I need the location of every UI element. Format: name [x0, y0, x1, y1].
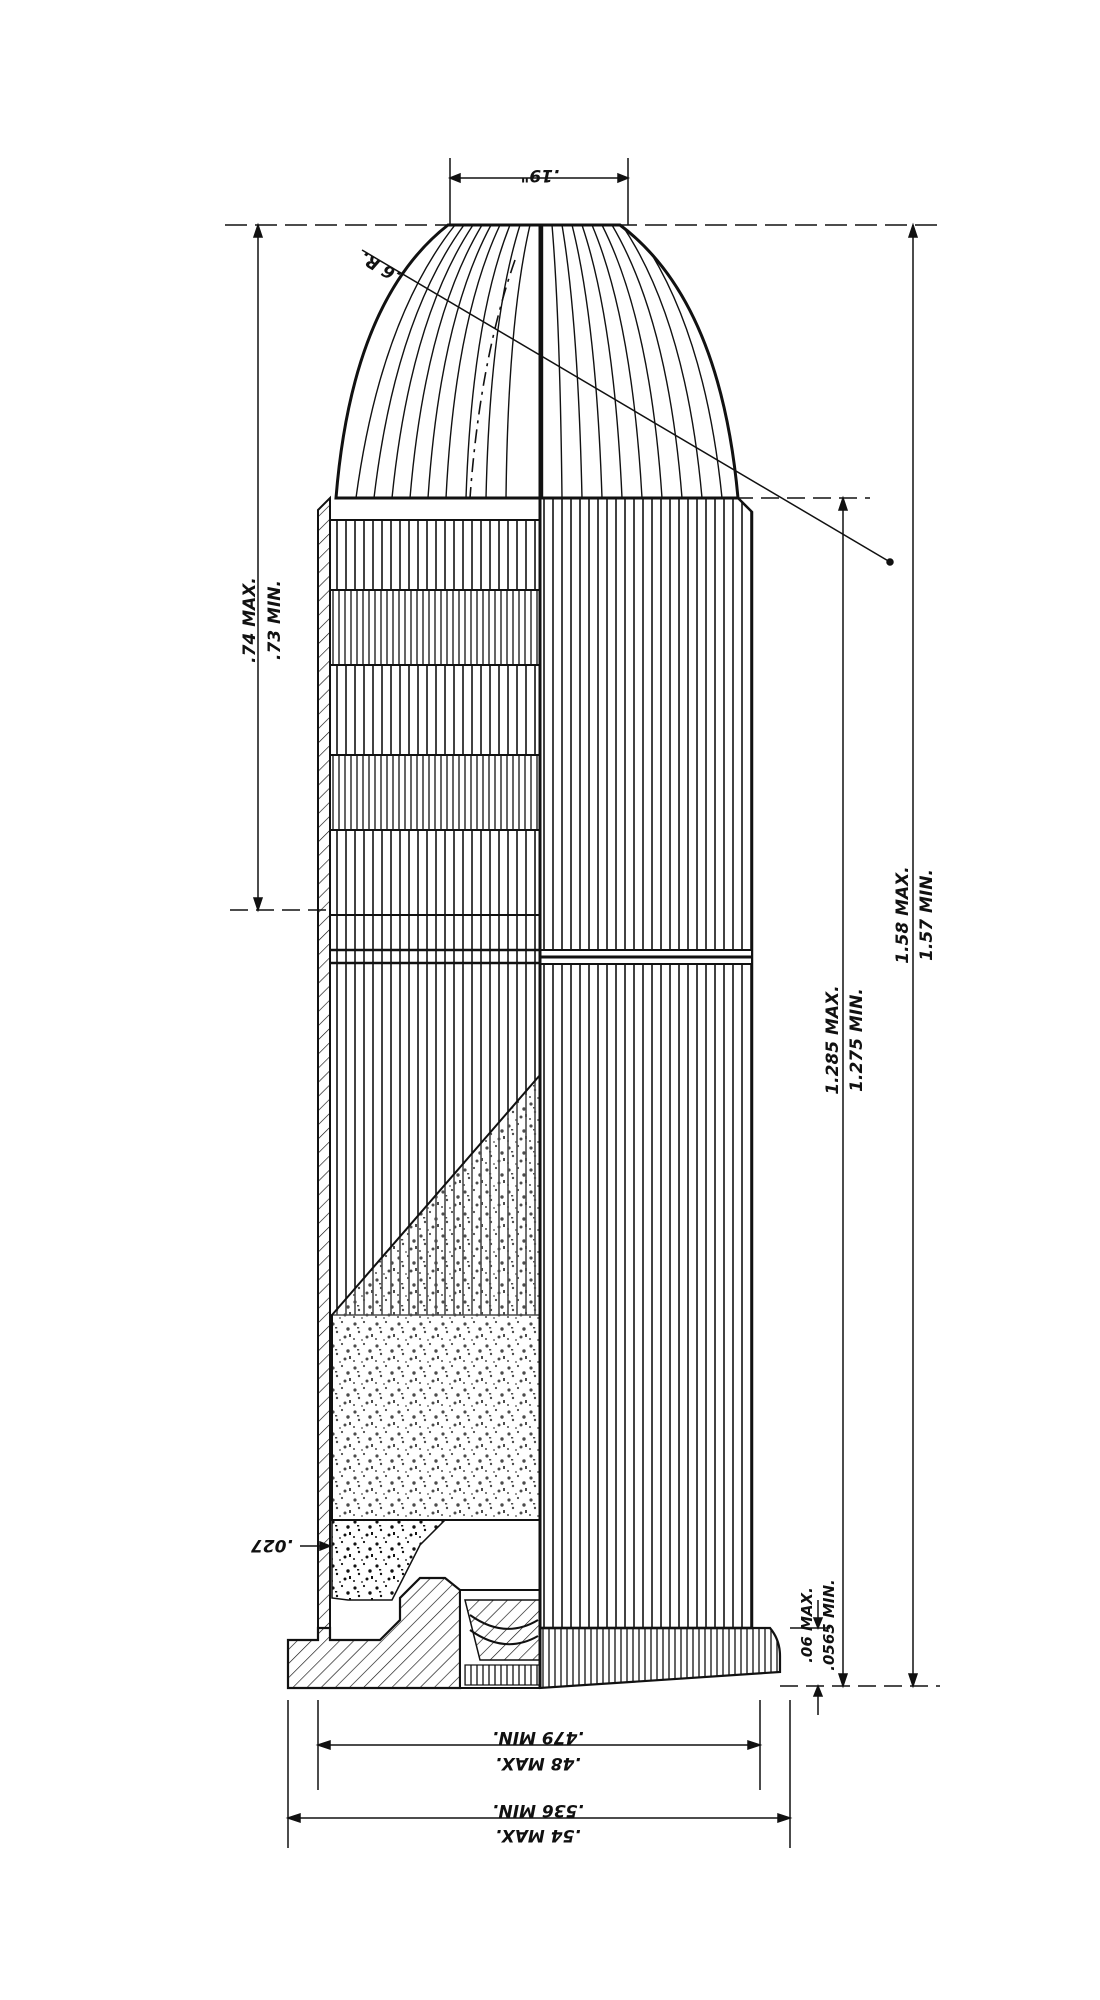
- label-overall-max: 1.58 MAX.: [893, 866, 913, 964]
- primer: [459, 1589, 541, 1689]
- bullet-body-section: [329, 519, 541, 916]
- label-ogive-radius: .6 R.: [356, 247, 404, 286]
- label-rim-dia-min: .536 MIN.: [492, 1800, 584, 1820]
- label-meplat: .19": [521, 165, 560, 185]
- bullet-ogive: [334, 223, 740, 500]
- label-case-length-min: 1.275 MIN.: [847, 988, 867, 1092]
- label-overall-min: 1.57 MIN.: [917, 869, 937, 961]
- case-section: [286, 495, 541, 1690]
- label-base-dia-max: .48 MAX.: [495, 1753, 581, 1773]
- label-case-length-max: 1.285 MAX.: [823, 985, 843, 1094]
- label-base-dia-min: .479 MIN.: [492, 1727, 584, 1747]
- label-bullet-exposed-min: .73 MIN.: [265, 580, 285, 660]
- label-primer-flange: .027: [251, 1535, 293, 1555]
- label-rim-dia-max: .54 MAX.: [495, 1825, 581, 1845]
- dimension-lines: [225, 158, 940, 1848]
- label-bullet-exposed-max: .74 MAX.: [240, 577, 260, 663]
- label-rim-thickness-min: .0565 MIN.: [820, 1579, 838, 1670]
- label-rim-thickness-max: .06 MAX.: [798, 1587, 816, 1663]
- case-exterior: [330, 225, 782, 1690]
